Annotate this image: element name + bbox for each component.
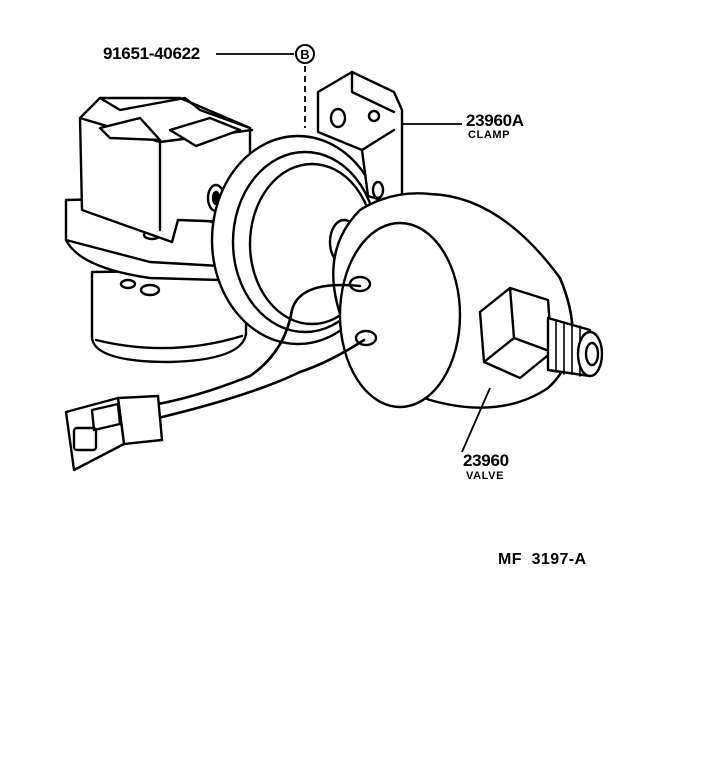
reference-marker: B <box>295 44 315 64</box>
switch-body <box>64 96 254 364</box>
bolt-part-number: 91651-40622 <box>103 44 200 63</box>
electrical-connector <box>64 394 164 472</box>
valve-part-name: VALVE <box>466 470 505 482</box>
wire-harness <box>156 283 366 420</box>
figure-code: MF 3197-A <box>498 551 587 568</box>
clamp-part-name: CLAMP <box>468 129 511 141</box>
leader-lines <box>216 53 491 453</box>
valve-part-number: 23960 <box>463 451 509 470</box>
clamp-part-number: 23960A <box>466 111 524 130</box>
hex-fitting <box>478 286 604 380</box>
